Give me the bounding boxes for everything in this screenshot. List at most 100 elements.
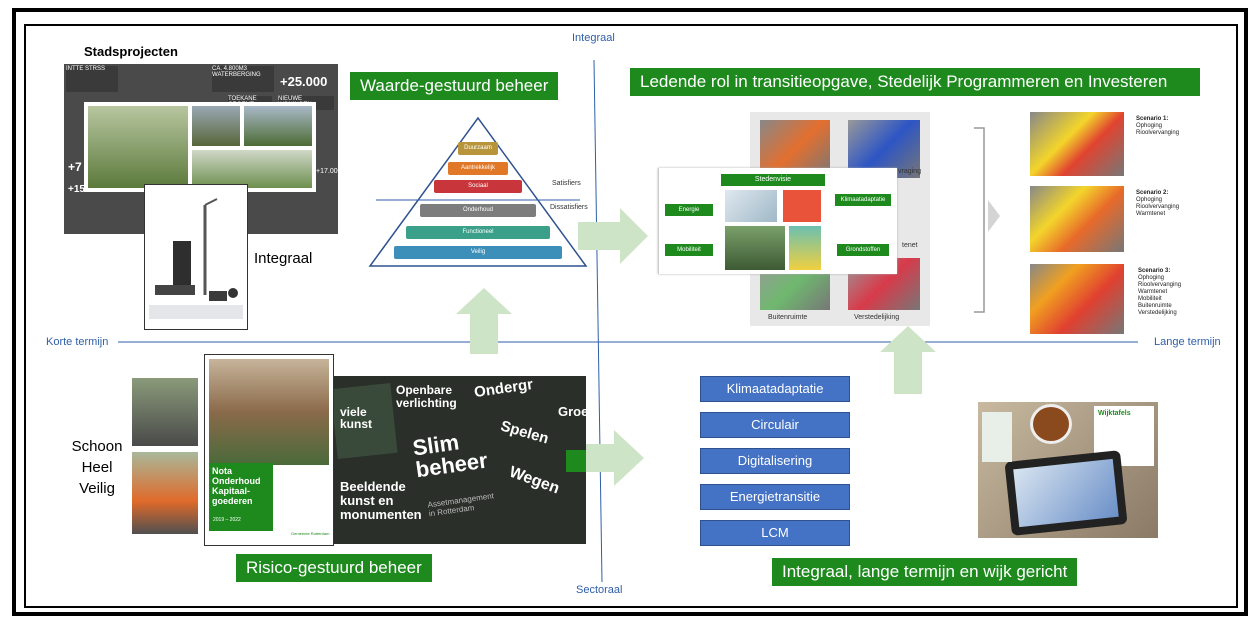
booklet-slim-beheer: Slim beheer	[411, 429, 490, 483]
scenario-2-line-2: Rioolvervanging	[1136, 204, 1180, 210]
scenario-3-line-3: Warmtenet	[1138, 289, 1168, 295]
worker-photo-1	[132, 378, 198, 446]
booklet-wegen: Wegen	[506, 463, 562, 498]
outer-frame	[12, 8, 1248, 616]
tag-energie: Energie	[665, 204, 713, 216]
tile-2: CA. 4.800M3 WATERBERGING	[212, 66, 274, 92]
axis-label-lange-termijn: Lange termijn	[1154, 336, 1221, 348]
nota-book-cover: Nota Onderhoud Kapitaal-goederen 2019 – …	[204, 354, 334, 546]
booklet-ondergr: Ondergr	[473, 376, 535, 402]
city-photo-4	[192, 150, 312, 188]
lamppost-illustration	[149, 198, 243, 319]
scenario-1-text: Scenario 1: Ophoging Rioolvervanging	[1136, 116, 1179, 137]
dissatisfiers-label: Dissatisfiers	[550, 204, 588, 211]
lamppost-photo	[144, 184, 248, 330]
pyramid-functioneel: Functioneel	[406, 226, 550, 239]
book-publisher: Gemeente Rotterdam	[291, 531, 330, 536]
stedenvisie-poster	[789, 226, 821, 270]
tile-6: +7	[68, 160, 82, 174]
value-heel: Heel	[81, 459, 113, 476]
city-photo-3	[244, 106, 312, 146]
value-pyramid: Duurzaam Aantrekkelijk Sociaal Onderhoud…	[366, 116, 590, 270]
city-photo-2	[192, 106, 240, 146]
pyramid-outline	[368, 116, 588, 267]
scenario-3-title: Scenario 3:	[1138, 268, 1171, 274]
theme-digitalisering: Digitalisering	[700, 448, 850, 474]
scenario-1-map	[1030, 112, 1124, 176]
map-label-verstedelijking: Verstedelijking	[854, 314, 900, 321]
tablet-screen	[1013, 458, 1119, 528]
booklets-collage: viele kunst Openbare verlichting Ondergr…	[334, 376, 586, 544]
tile-4: +25.000	[280, 74, 328, 89]
stadsprojecten-infographic: INTTE STRSS CA. 4.800M3 WATERBERGING TOE…	[64, 64, 342, 234]
tile-1: INTTE STRSS	[66, 66, 118, 92]
pyramid-aantrekkelijk: Aantrekkelijk	[448, 162, 508, 175]
stedenvisie-emblem	[783, 190, 821, 222]
city-photo-1	[88, 106, 188, 188]
axis-label-sectoraal: Sectoraal	[576, 584, 623, 596]
pyramid-onderhoud: Onderhoud	[420, 204, 536, 217]
book-title: Nota Onderhoud Kapitaal-goederen	[209, 463, 273, 531]
lamppost-caption: Integraal	[254, 250, 313, 267]
risico-gestuurd-title: Risico-gestuurd beheer	[236, 554, 432, 582]
scenario-3-text: Scenario 3: Ophoging Rioolvervanging War…	[1138, 268, 1181, 317]
value-schoon: Schoon	[71, 438, 123, 455]
book-years: 2019 – 2022	[213, 517, 241, 523]
scenario-1-line-2: Rioolvervanging	[1136, 130, 1180, 136]
bracket-chevron	[974, 127, 1000, 313]
tablet-device	[1004, 450, 1128, 536]
axis-label-korte-termijn: Korte termijn	[46, 336, 109, 348]
stedenvisie-panel: Stedenvisie Energie Mobiliteit Klimaatad…	[658, 168, 897, 274]
satisfiers-label: Satisfiers	[552, 180, 581, 187]
pyramid-veilig: Veilig	[394, 246, 562, 259]
map-label-vraging: vraging	[898, 168, 921, 175]
inner-frame	[24, 24, 1238, 608]
scenario-2-line-3: Warmtenet	[1136, 211, 1166, 217]
map-label-buitenruimte: Buitenruimte	[768, 314, 808, 321]
scenario-1-title: Scenario 1:	[1136, 116, 1169, 122]
booklet-beeldende-kunst: Beeldende kunst en monumenten	[340, 479, 422, 522]
tag-mobiliteit: Mobiliteit	[665, 244, 713, 256]
stedenvisie-map	[725, 190, 777, 222]
tag-grondstoffen: Grondstoffen	[837, 244, 889, 256]
theme-klimaatadaptatie: Klimaatadaptatie	[700, 376, 850, 402]
scenario-3-line-5: Buitenruimte	[1138, 303, 1172, 309]
theme-energietransitie: Energietransitie	[700, 484, 850, 510]
stedenvisie-header: Stedenvisie	[721, 174, 825, 186]
scenario-3-line-6: Verstedelijking	[1138, 310, 1177, 316]
ledende-rol-title: Ledende rol in transitieopgave, Stedelij…	[630, 68, 1200, 96]
tag-klimaatadaptatie: Klimaatadaptatie	[835, 194, 891, 206]
booklet-spelen: Spelen	[498, 417, 551, 448]
axis-label-integraal: Integraal	[572, 32, 615, 44]
theme-lcm: LCM	[700, 520, 850, 546]
scenario-2-line-1: Ophoging	[1136, 197, 1163, 203]
booklet-assetmanagement: Assetmanagement in Rotterdam	[427, 491, 495, 519]
worker-photo-2	[132, 452, 198, 534]
values-list: Schoon Heel Veilig	[68, 436, 126, 499]
map-label-tenet: tenet	[902, 242, 918, 249]
tile-8: +17.000	[316, 168, 342, 175]
scenario-3-line-4: Mobiliteit	[1138, 296, 1162, 302]
vertical-axis	[593, 59, 603, 583]
scenario-2-text: Scenario 2: Ophoging Rioolvervanging War…	[1136, 190, 1179, 218]
city-photo-collage	[84, 102, 316, 192]
book-cover-photo	[209, 359, 329, 465]
integraal-lange-termijn-title: Integraal, lange termijn en wijk gericht	[772, 558, 1078, 586]
scenario-2-title: Scenario 2:	[1136, 190, 1169, 196]
tea-cup	[1030, 404, 1072, 444]
tablet-photo: Wijktafels	[978, 402, 1158, 538]
tile-7: +15	[68, 184, 85, 195]
pyramid-sociaal: Sociaal	[434, 180, 522, 193]
booklet-green-corner	[566, 450, 586, 472]
waarde-gestuurd-title: Waarde-gestuurd beheer	[350, 72, 559, 100]
booklet-groe: Groe	[558, 404, 586, 419]
stadsprojecten-title: Stadsprojecten	[84, 44, 178, 59]
theme-circulair: Circulair	[700, 412, 850, 438]
value-veilig: Veilig	[79, 480, 115, 497]
scenario-3-line-1: Ophoging	[1138, 275, 1165, 281]
scenario-2-map	[1030, 186, 1124, 252]
scenario-3-line-2: Rioolvervanging	[1138, 282, 1182, 288]
leaflet-left	[982, 412, 1012, 462]
wijktafel-label: Wijktafels	[1098, 410, 1131, 417]
